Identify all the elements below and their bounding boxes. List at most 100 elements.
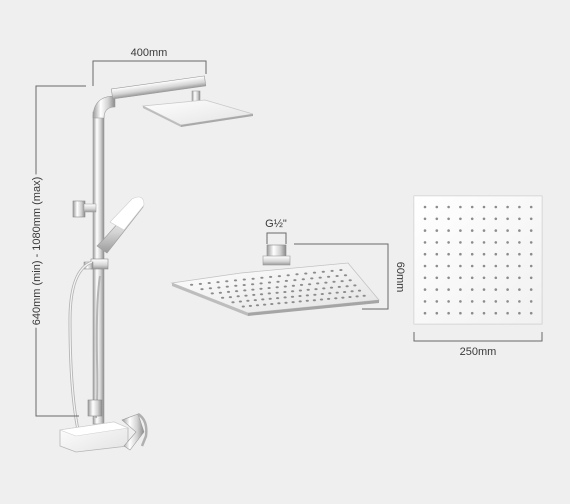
nozzle-dot <box>295 273 299 276</box>
nozzle-dot <box>286 274 290 277</box>
nozzle-dot <box>328 292 332 295</box>
nozzle-dot <box>362 294 366 297</box>
nozzle-dot <box>277 302 281 305</box>
nozzle-dot <box>529 311 533 315</box>
nozzle-dot <box>337 285 341 288</box>
nozzle-dot <box>233 279 238 282</box>
nozzle-dot <box>284 279 288 282</box>
nozzle-dot <box>529 264 533 268</box>
nozzle-dot <box>298 295 302 297</box>
nozzle-dot <box>218 291 222 294</box>
nozzle-dot <box>267 281 272 284</box>
nozzle-dot <box>312 271 317 274</box>
nozzle-dot <box>210 292 214 295</box>
shower-head-plate-edge <box>172 283 248 316</box>
side-view-nozzles <box>190 269 366 308</box>
nozzle-dot <box>459 241 462 244</box>
nozzle-dot <box>423 217 427 221</box>
nozzle-dot <box>459 252 462 256</box>
nozzle-dot <box>267 287 271 289</box>
nozzle-dot <box>316 282 320 285</box>
nozzle-dot <box>482 276 486 280</box>
nozzle-dot <box>283 285 287 288</box>
nozzle-dot <box>339 269 343 271</box>
nozzle-dot <box>345 285 349 288</box>
nozzle-dot <box>216 281 220 284</box>
nozzle-dot <box>293 279 297 282</box>
nozzle-dot <box>423 205 427 209</box>
nozzle-dot <box>334 297 338 300</box>
nozzle-dot <box>447 300 450 303</box>
nozzle-dot <box>529 205 533 209</box>
nozzle-dot <box>518 252 521 256</box>
nozzle-dot <box>261 298 265 301</box>
nozzle-dot <box>518 229 521 232</box>
nozzle-dot <box>447 229 450 232</box>
nozzle-dot <box>494 205 498 209</box>
nozzle-dot <box>506 217 509 221</box>
nozzle-dot <box>313 293 317 296</box>
nozzle-dot <box>482 288 486 291</box>
nozzle-dot <box>529 241 533 244</box>
inlet-connector <box>266 244 287 258</box>
nozzle-dot <box>306 288 310 291</box>
nozzle-dot <box>340 280 344 283</box>
nozzle-dot <box>255 304 260 307</box>
nozzle-dot <box>238 300 242 303</box>
nozzle-dot <box>321 270 325 273</box>
nozzle-dot <box>221 296 225 299</box>
nozzle-dot <box>343 274 348 277</box>
nozzle-dot <box>447 217 450 221</box>
nozzle-dot <box>423 300 427 303</box>
nozzle-dot <box>506 300 509 303</box>
nozzle-dot <box>482 252 486 256</box>
nozzle-dot <box>494 276 498 280</box>
nozzle-dot <box>335 275 339 277</box>
nozzle-dot <box>253 299 257 302</box>
nozzle-dot <box>234 284 238 287</box>
hand-shower-face <box>109 196 145 231</box>
nozzle-dot <box>494 217 498 221</box>
nozzle-dot <box>459 229 462 232</box>
riser-height-label: 640mm (min) - 1080mm (max) <box>31 177 43 326</box>
nozzle-dot <box>470 217 474 221</box>
head-height-label: 60mm <box>394 262 406 293</box>
nozzle-dot <box>269 275 273 278</box>
nozzle-dot <box>518 300 521 303</box>
nozzle-dot <box>435 264 439 268</box>
nozzle-dot <box>447 288 450 291</box>
nozzle-dot <box>299 283 304 286</box>
arm-width-dimension: 400mm <box>92 47 207 86</box>
nozzle-dot <box>228 296 232 299</box>
nozzle-dot <box>482 205 486 209</box>
nozzle-dot <box>329 286 334 289</box>
nozzle-dot <box>275 286 279 289</box>
nozzle-dot <box>494 288 498 291</box>
nozzle-dot <box>518 205 521 209</box>
front-view-nozzles <box>423 205 533 315</box>
nozzle-dot <box>332 280 336 283</box>
nozzle-dot <box>470 205 474 209</box>
shower-system-illustration <box>58 75 254 453</box>
nozzle-dot <box>482 229 486 232</box>
nozzle-dot <box>494 311 498 315</box>
nozzle-dot <box>318 276 322 279</box>
nozzle-dot <box>251 277 255 280</box>
nozzle-dot <box>529 300 533 303</box>
nozzle-dot <box>470 229 474 232</box>
nozzle-dot <box>284 301 288 304</box>
overhead-shower-head <box>141 99 254 126</box>
nozzle-dot <box>259 282 263 285</box>
overhead-shower-head-edge <box>143 106 181 127</box>
nozzle-dot <box>494 252 498 256</box>
nozzle-dot <box>259 293 264 296</box>
inlet-connector-base <box>262 255 291 266</box>
slide-bracket <box>90 258 109 270</box>
nozzle-dot <box>423 229 427 232</box>
nozzle-dot <box>447 311 450 315</box>
nozzle-dot <box>423 252 427 256</box>
nozzle-dot <box>243 289 247 292</box>
inlet-thread-dimension: G½" <box>265 218 287 244</box>
nozzle-dot <box>353 284 357 287</box>
shower-head-face-shade <box>414 196 542 324</box>
